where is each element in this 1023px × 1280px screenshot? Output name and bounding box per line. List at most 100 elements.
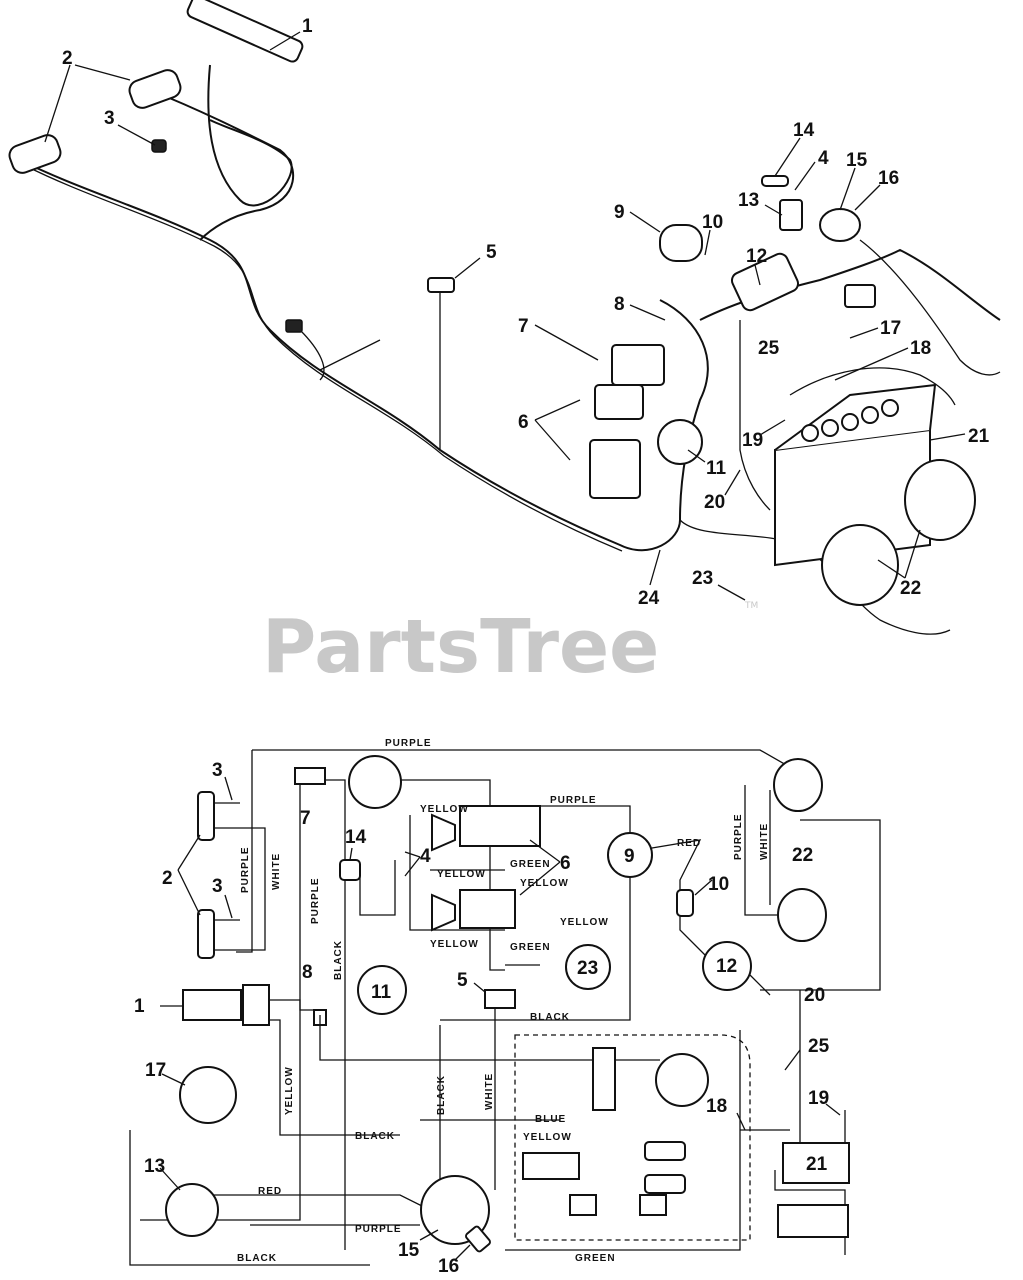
label-yellow-r: YELLOW — [560, 917, 609, 928]
sch-fuse-14 — [339, 859, 361, 881]
sch-coil — [522, 1152, 580, 1180]
sch-connector — [592, 1047, 616, 1111]
upper-callouts: 1 2 3 5 4 14 13 15 16 9 10 12 8 7 25 17 … — [44, 16, 990, 609]
label-yellow-v3: YELLOW — [284, 1066, 295, 1115]
callout-lower-1: 1 — [134, 996, 145, 1017]
lead-plug-2 — [319, 339, 381, 371]
wire-purple-2 — [440, 805, 631, 1021]
label-yellow-3: YELLOW — [430, 939, 479, 950]
sch-regulator — [655, 1053, 709, 1107]
callout-upper-21: 21 — [968, 426, 990, 447]
callout-lower-8: 8 — [302, 962, 313, 983]
callout-upper-24: 24 — [638, 588, 660, 609]
callout-upper-18: 18 — [910, 338, 931, 359]
sch-lamp-6a — [431, 813, 456, 852]
wire-black-v2 — [320, 779, 346, 1250]
part-22-headlight-a — [821, 524, 899, 606]
label-purple-v1: PURPLE — [240, 846, 251, 893]
label-green-6: GREEN — [510, 859, 551, 870]
wire-25 — [790, 990, 801, 1146]
label-purple-v5: PURPLE — [733, 813, 744, 860]
battery-cell-4 — [861, 406, 879, 424]
sch-headlight-22b — [777, 888, 827, 942]
callout-lower-19: 19 — [808, 1088, 829, 1109]
callout-upper-17: 17 — [880, 318, 901, 339]
callout-upper-1: 1 — [302, 16, 313, 37]
watermark-text: PartsTree — [262, 604, 659, 690]
callout-upper-22: 22 — [900, 578, 921, 599]
lead-20 — [739, 320, 771, 511]
callout-upper-6: 6 — [518, 412, 529, 433]
callout-lower-15: 15 — [398, 1240, 420, 1261]
callout-upper-2: 2 — [62, 48, 73, 69]
label-black-mid: BLACK — [355, 1131, 395, 1142]
label-purple-15: PURPLE — [355, 1224, 402, 1235]
main-harness-2 — [23, 164, 623, 552]
sch-part-1 — [182, 989, 242, 1021]
callout-upper-23: 23 — [692, 568, 713, 589]
callout-upper-5: 5 — [486, 242, 497, 263]
wire-left-loop — [236, 750, 253, 953]
watermark-tm: TM — [744, 601, 758, 611]
callout-lower-3a: 3 — [212, 760, 223, 781]
callout-upper-15: 15 — [846, 150, 868, 171]
part-7-switch-block — [611, 344, 665, 386]
label-yellow-r-top: YELLOW — [520, 878, 569, 889]
battery-cell-1 — [801, 424, 819, 442]
part-14-fuse — [761, 175, 789, 187]
callout-lower-6: 6 — [560, 853, 571, 874]
sch-relay-13 — [165, 1183, 219, 1237]
part-17-module — [844, 284, 876, 308]
sch-gauge-9r — [348, 755, 402, 809]
schematic — [129, 749, 881, 1266]
callout-upper-20: 20 — [704, 492, 725, 513]
sch-cap-a — [569, 1194, 597, 1216]
callout-lower-17: 17 — [145, 1060, 166, 1081]
callout-lower-7: 7 — [300, 808, 311, 829]
sch-part-23 — [565, 944, 611, 990]
callout-lower-2: 2 — [162, 868, 173, 889]
label-black-v4: BLACK — [436, 1075, 447, 1115]
callout-lower-4: 4 — [420, 846, 431, 867]
callout-lower-13: 13 — [144, 1156, 165, 1177]
label-black-v2: BLACK — [333, 940, 344, 980]
label-blue: BLUE — [535, 1114, 566, 1125]
wire-red-9 — [639, 839, 721, 971]
sch-light-2b — [197, 909, 215, 959]
callout-upper-10: 10 — [702, 212, 723, 233]
sch-switch-7 — [294, 767, 326, 785]
wire-purple-v5 — [744, 785, 790, 916]
sch-light-2a — [197, 791, 215, 841]
callout-lower-23: 23 — [577, 958, 598, 979]
sch-switch-6b — [459, 889, 516, 929]
part-15-key-switch — [819, 208, 861, 242]
callout-upper-25: 25 — [758, 338, 780, 359]
label-black-5: BLACK — [530, 1012, 570, 1023]
label-green-2: GREEN — [510, 942, 551, 953]
callout-lower-11: 11 — [371, 982, 392, 1003]
sch-spark-plug-b — [644, 1174, 686, 1194]
lead-plug — [299, 329, 325, 381]
battery-cell-2 — [821, 419, 839, 437]
sch-part-8 — [313, 1009, 327, 1026]
part-6-switch-a — [594, 384, 644, 420]
callout-upper-9: 9 — [614, 202, 625, 223]
label-white-v5: WHITE — [759, 823, 770, 860]
part-2-tail-light-a — [128, 69, 182, 109]
dash-harness — [659, 299, 709, 521]
wire-labels: PURPLE YELLOW PURPLE RED GREEN YELLOW YE… — [237, 738, 770, 1264]
callout-lower-16: 16 — [438, 1256, 459, 1277]
callout-lower-25: 25 — [808, 1036, 830, 1057]
wire-black-bot — [129, 1130, 370, 1266]
part-22-headlight-b — [904, 459, 976, 541]
wire-green-bot — [505, 1030, 741, 1251]
sch-starter — [777, 1204, 849, 1238]
battery-cell-5 — [881, 399, 899, 417]
label-white-v4: WHITE — [484, 1073, 495, 1110]
wire-20 — [760, 819, 881, 991]
part-6-switch-b — [589, 439, 641, 499]
label-black-bot: BLACK — [237, 1253, 277, 1264]
sch-switch-5 — [484, 989, 516, 1009]
sch-plug-16 — [465, 1225, 491, 1253]
